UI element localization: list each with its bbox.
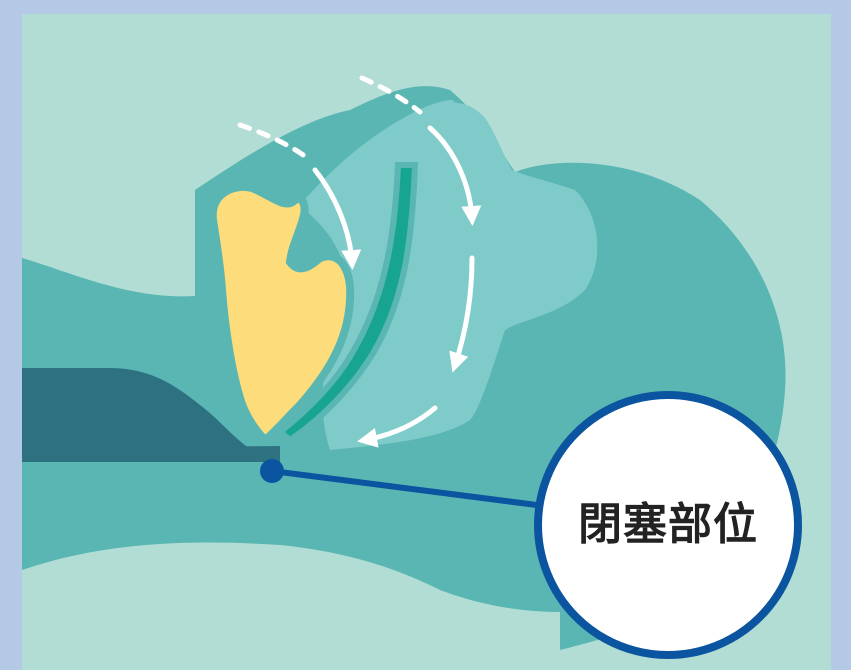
airflow-arrow-right-middle <box>449 255 475 373</box>
airflow-arrow-right-lower <box>357 405 438 448</box>
dark-tissue <box>22 368 255 462</box>
airflow-arrow-right-upper <box>427 125 482 226</box>
obstruction-point-dot <box>260 459 284 483</box>
dark-tissue-base <box>22 446 280 462</box>
neck-lower-band <box>22 542 560 670</box>
airflow-arrow-left <box>312 167 362 270</box>
callout-leader-line <box>269 468 563 511</box>
airflow-arrow-left-dashed <box>237 122 313 163</box>
nose-tip <box>430 102 512 170</box>
nasal-airway <box>300 100 598 450</box>
obstruction-site-label: 閉塞部位 <box>578 499 758 550</box>
tongue <box>208 182 355 446</box>
callout-circle <box>534 391 802 659</box>
airflow-arrow-right-dashed <box>359 75 423 115</box>
soft-palate <box>275 162 419 444</box>
